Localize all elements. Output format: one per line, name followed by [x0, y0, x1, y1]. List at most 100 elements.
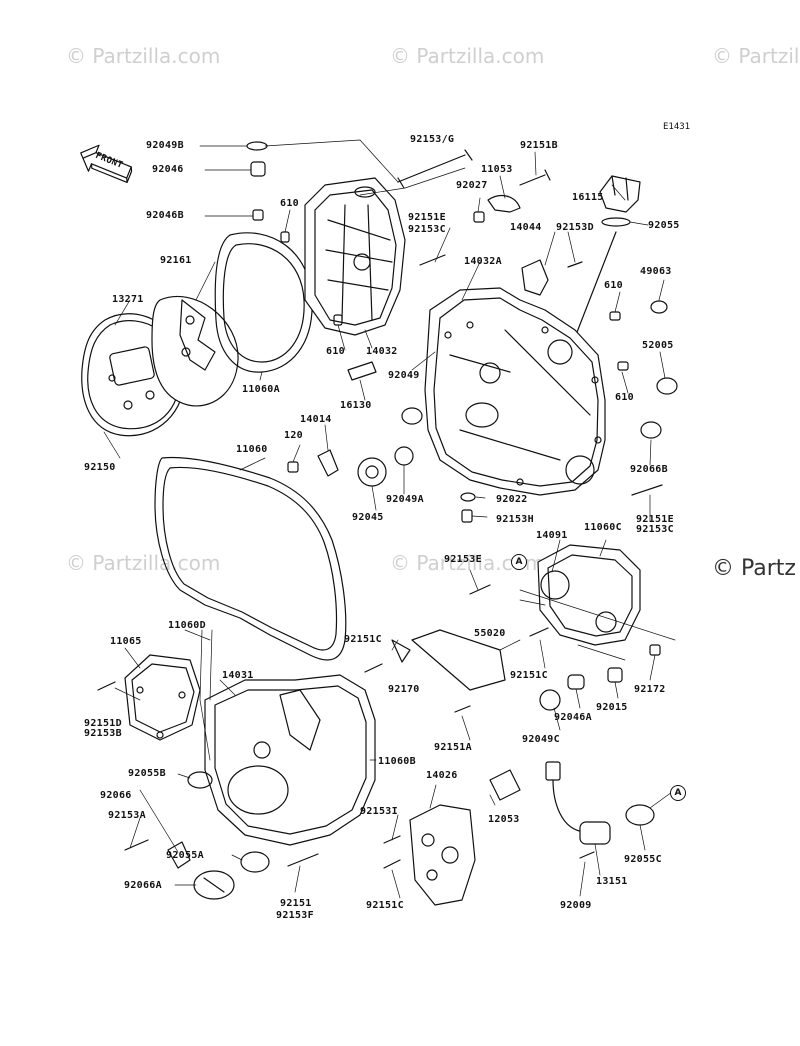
- part-92066A-plug: [193, 870, 235, 900]
- label-92049A[interactable]: 92049A: [386, 494, 424, 505]
- label-11060D[interactable]: 11060D: [168, 620, 206, 631]
- label-92151E-right[interactable]: 92151E: [636, 514, 674, 525]
- watermark-mid-left: © Partzilla.com: [66, 551, 221, 575]
- label-52005[interactable]: 52005: [642, 340, 674, 351]
- label-610-d[interactable]: 610: [615, 392, 634, 403]
- label-92172[interactable]: 92172: [634, 684, 666, 695]
- label-92046B[interactable]: 92046B: [146, 210, 184, 221]
- label-92151C-b[interactable]: 92151C: [510, 670, 548, 681]
- label-13271[interactable]: 13271: [112, 294, 144, 305]
- label-92151C-a[interactable]: 92151C: [344, 634, 382, 645]
- callout-a-lower: A: [670, 785, 686, 801]
- part-92151B-bolt: [519, 169, 551, 186]
- label-92009[interactable]: 92009: [560, 900, 592, 911]
- part-92046-bearing: [250, 161, 266, 177]
- label-14032[interactable]: 14032: [366, 346, 398, 357]
- label-92055B[interactable]: 92055B: [128, 768, 166, 779]
- label-92150[interactable]: 92150: [84, 462, 116, 473]
- label-92153I[interactable]: 92153I: [360, 806, 398, 817]
- label-92066[interactable]: 92066: [100, 790, 132, 801]
- label-92046[interactable]: 92046: [152, 164, 184, 175]
- label-92151B[interactable]: 92151B: [520, 140, 558, 151]
- part-13151-sensor: [545, 761, 611, 845]
- label-92161[interactable]: 92161: [160, 255, 192, 266]
- label-14032A[interactable]: 14032A: [464, 256, 502, 267]
- part-52005: [656, 377, 678, 395]
- label-610-c[interactable]: 610: [604, 280, 623, 291]
- part-92055A-oring: [240, 851, 270, 873]
- label-11060A[interactable]: 11060A: [242, 384, 280, 395]
- label-92049B[interactable]: 92049B: [146, 140, 184, 151]
- part-610-dowel-d: [617, 361, 629, 371]
- label-92153F[interactable]: 92153F: [276, 910, 314, 921]
- label-92151D[interactable]: 92151D: [84, 718, 122, 729]
- label-92153E[interactable]: 92153E: [444, 554, 482, 565]
- part-14014: [317, 449, 339, 477]
- label-92055A[interactable]: 92055A: [166, 850, 204, 861]
- label-92055[interactable]: 92055: [648, 220, 680, 231]
- part-92049C: [539, 689, 561, 711]
- front-arrow-icon: [80, 144, 133, 184]
- label-11060C[interactable]: 11060C: [584, 522, 622, 533]
- label-14026[interactable]: 14026: [426, 770, 458, 781]
- label-92027[interactable]: 92027: [456, 180, 488, 191]
- label-92045[interactable]: 92045: [352, 512, 384, 523]
- part-92049-seal: [401, 407, 423, 425]
- label-92153H[interactable]: 92153H: [496, 514, 534, 525]
- label-92022[interactable]: 92022: [496, 494, 528, 505]
- label-92153G[interactable]: 92153/G: [410, 134, 455, 145]
- label-92153C-top[interactable]: 92153C: [408, 224, 446, 235]
- label-11060B[interactable]: 11060B: [378, 756, 416, 767]
- label-92046A[interactable]: 92046A: [554, 712, 592, 723]
- part-92151C-bolt-a: [364, 663, 383, 673]
- watermark-top-left: © Partzilla.com: [66, 44, 221, 68]
- label-610-b[interactable]: 610: [326, 346, 345, 357]
- watermark-mid-right: © Partz: [712, 556, 796, 581]
- part-92170: [391, 639, 411, 663]
- part-92151E-bolt-r: [631, 484, 663, 496]
- label-11060[interactable]: 11060: [236, 444, 268, 455]
- label-120[interactable]: 120: [284, 430, 303, 441]
- label-92049[interactable]: 92049: [388, 370, 420, 381]
- label-92015[interactable]: 92015: [596, 702, 628, 713]
- part-92151C-bolt-c: [383, 859, 401, 869]
- label-92151A[interactable]: 92151A: [434, 742, 472, 753]
- part-92066-plug: [167, 841, 191, 869]
- label-92151[interactable]: 92151: [280, 898, 312, 909]
- label-16115[interactable]: 16115: [572, 192, 604, 203]
- label-11065[interactable]: 11065: [110, 636, 142, 647]
- part-92151D-bolt: [97, 681, 116, 691]
- label-92153C-right[interactable]: 92153C: [636, 524, 674, 535]
- part-92161-plate: [151, 295, 239, 407]
- label-14014[interactable]: 14014: [300, 414, 332, 425]
- label-92066A[interactable]: 92066A: [124, 880, 162, 891]
- label-12053[interactable]: 12053: [488, 814, 520, 825]
- label-49063[interactable]: 49063: [640, 266, 672, 277]
- label-92170[interactable]: 92170: [388, 684, 420, 695]
- label-55020[interactable]: 55020: [474, 628, 506, 639]
- label-92049C[interactable]: 92049C: [522, 734, 560, 745]
- part-14026-cover: [409, 804, 476, 906]
- label-92066B[interactable]: 92066B: [630, 464, 668, 475]
- part-610-dowel-c: [609, 311, 621, 321]
- label-92153D[interactable]: 92153D: [556, 222, 594, 233]
- label-92151E-top[interactable]: 92151E: [408, 212, 446, 223]
- watermark-top-center: © Partzilla.com: [390, 44, 545, 68]
- part-16130: [347, 361, 377, 381]
- label-14091[interactable]: 14091: [536, 530, 568, 541]
- part-14044-bracket: [521, 259, 549, 296]
- label-92151C-c[interactable]: 92151C: [366, 900, 404, 911]
- label-16130[interactable]: 16130: [340, 400, 372, 411]
- label-13151[interactable]: 13151: [596, 876, 628, 887]
- label-14044[interactable]: 14044: [510, 222, 542, 233]
- label-610-a[interactable]: 610: [280, 198, 299, 209]
- part-92015: [607, 667, 623, 683]
- label-14031[interactable]: 14031: [222, 670, 254, 681]
- label-92153A[interactable]: 92153A: [108, 810, 146, 821]
- part-92153E-bolt: [469, 584, 491, 595]
- label-92055C[interactable]: 92055C: [624, 854, 662, 865]
- label-92153B[interactable]: 92153B: [84, 728, 122, 739]
- callout-a-upper: A: [511, 554, 527, 570]
- label-11053[interactable]: 11053: [481, 164, 513, 175]
- part-14032A-cover: [424, 287, 606, 496]
